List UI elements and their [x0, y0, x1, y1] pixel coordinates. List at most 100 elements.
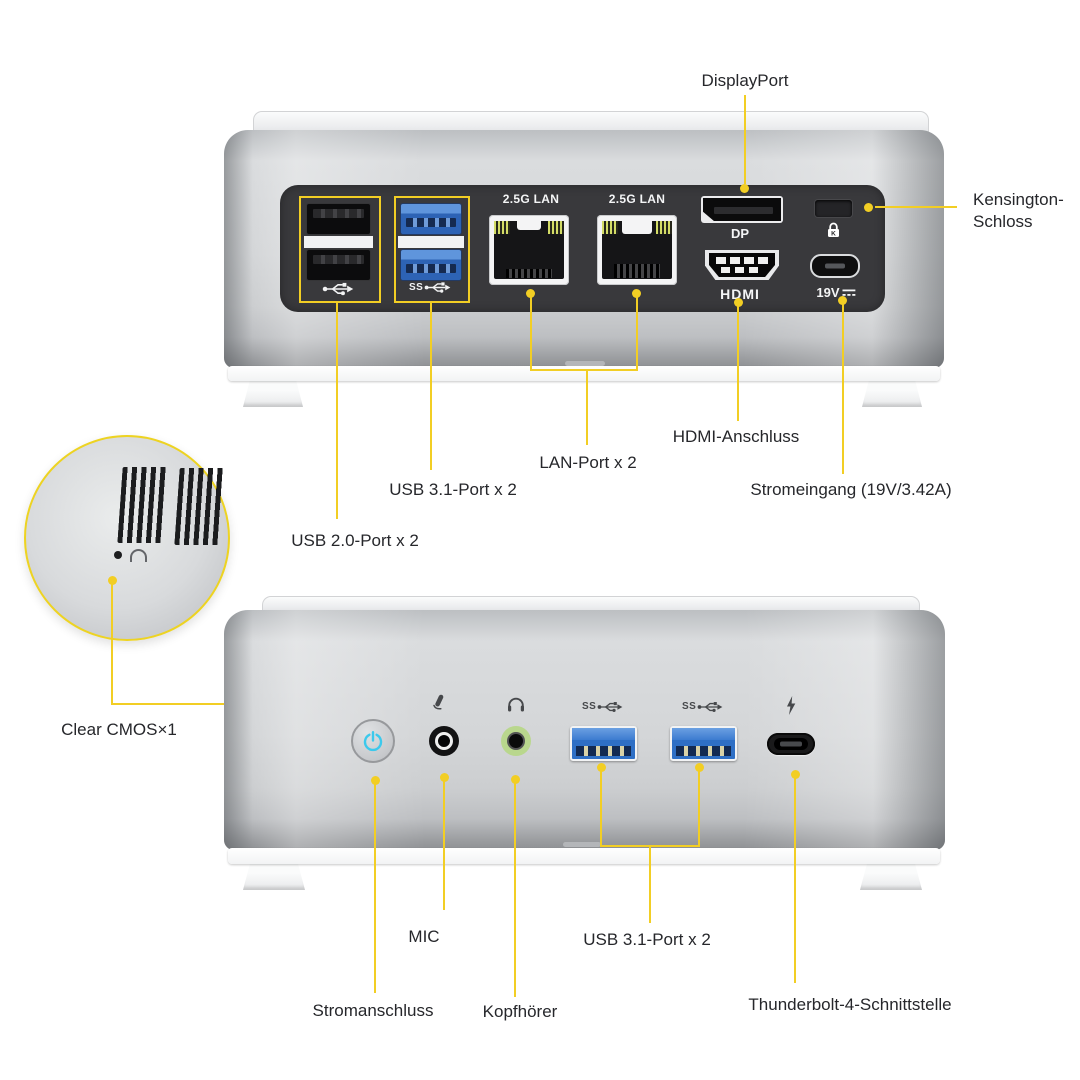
callout-label-thunderbolt: Thunderbolt-4-Schnittstelle	[748, 995, 952, 1014]
lightning-icon	[786, 696, 796, 721]
callout-dot-kensington	[864, 203, 873, 212]
callout-line-usb20	[336, 301, 338, 519]
callout-line-power-in	[842, 304, 844, 474]
lan2-tab	[622, 221, 652, 234]
power-port-label-group: 19V	[816, 285, 856, 300]
mic-jack	[429, 726, 459, 756]
microphone-icon	[431, 694, 445, 719]
dc-voltage-icon	[842, 288, 856, 298]
callout-label-hdmi: HDMI-Anschluss	[672, 427, 800, 446]
back-device-notch	[565, 361, 605, 366]
callout-line-headphone	[514, 783, 516, 997]
vent-grille-left	[117, 467, 167, 543]
callout-dot-mic	[440, 773, 449, 782]
front-usb31-port-2	[670, 726, 737, 761]
svg-text:K: K	[831, 231, 836, 238]
lan-port-2	[597, 215, 677, 285]
callout-label-power-btn: Stromanschluss	[312, 1001, 434, 1020]
front-device-foot-left	[243, 862, 305, 890]
ss-label: SS	[582, 701, 597, 712]
headphone-jack	[501, 726, 531, 756]
callout-label-kensington-2: Schloss	[973, 212, 1033, 231]
usb-superspeed-icon: SS	[409, 281, 451, 294]
callout-dot-cmos	[108, 576, 117, 585]
front-usb31-port-1	[570, 726, 637, 761]
callout-stub-lan	[586, 369, 588, 445]
lan2-port-label: 2.5G LAN	[608, 192, 666, 206]
callout-label-lan: LAN-Port x 2	[539, 453, 637, 472]
power-usbc-port	[810, 254, 860, 278]
callout-line-front-usb1	[600, 771, 602, 847]
dp-port-label: DP	[730, 226, 750, 241]
hdmi-pins-top	[716, 257, 768, 264]
thunderbolt-port	[767, 733, 815, 755]
front-device-base	[228, 848, 940, 864]
front-device-foot-right	[860, 862, 922, 890]
back-device-foot-right	[862, 379, 922, 407]
callout-line-usb31-back	[430, 301, 432, 470]
callout-dot-hdmi	[734, 298, 743, 307]
hdmi-port-label: HDMI	[720, 286, 760, 302]
callout-label-power-in: Stromeingang (19V/3.42A)	[750, 480, 952, 499]
callout-line-hdmi	[737, 306, 739, 421]
ss-label: SS	[409, 281, 424, 293]
callout-line-front-usb2	[698, 771, 700, 847]
callout-dot-thunderbolt	[791, 770, 800, 779]
callout-label-usb31-back: USB 3.1-Port x 2	[389, 480, 517, 499]
callout-dot-displayport	[740, 184, 749, 193]
lan2-led-left	[602, 221, 618, 234]
usb-trident-icon	[322, 282, 354, 301]
callout-line-cmos-v	[111, 584, 113, 705]
callout-label-displayport: DisplayPort	[701, 71, 789, 90]
usb20-port-bottom	[306, 249, 371, 281]
usb-superspeed-icon-front-2: SS	[682, 701, 723, 713]
callout-label-mic: MIC	[408, 927, 440, 946]
cmos-curve-mark	[130, 549, 147, 562]
power-icon	[362, 730, 384, 752]
callout-dot-lan1	[526, 289, 535, 298]
callout-label-kensington-1: Kensington-	[973, 190, 1064, 209]
front-device-notch	[563, 842, 601, 847]
callout-line-displayport	[744, 95, 746, 184]
lan1-led-right	[548, 221, 564, 234]
cmos-pinhole	[114, 551, 122, 559]
usb-superspeed-icon-front-1: SS	[582, 701, 623, 713]
callout-bracket-lan	[530, 369, 638, 371]
usb31-highlight-box	[394, 196, 470, 303]
callout-stub-front-usb	[649, 845, 651, 923]
callout-dot-front-usb2	[695, 763, 704, 772]
callout-label-usb31-front: USB 3.1-Port x 2	[583, 930, 711, 949]
callout-dot-lan2	[632, 289, 641, 298]
usb31-port-bottom	[400, 249, 462, 281]
vent-grille-right	[174, 468, 224, 545]
usb20-highlight-box	[299, 196, 381, 303]
callout-line-lan1	[530, 297, 532, 369]
headphone-icon	[507, 696, 525, 717]
displayport-port	[701, 196, 783, 223]
usb31-port-top	[400, 203, 462, 235]
callout-line-mic	[443, 781, 445, 910]
usb20-bezel-bar	[304, 236, 373, 248]
callout-dot-power-btn	[371, 776, 380, 785]
callout-dot-front-usb1	[597, 763, 606, 772]
displayport-cavity	[703, 198, 781, 221]
callout-label-cmos: Clear CMOS×1	[61, 720, 177, 739]
lan2-pins	[614, 264, 660, 278]
callout-dot-headphone	[511, 775, 520, 784]
callout-line-power-btn	[374, 784, 376, 993]
callout-line-thunderbolt	[794, 778, 796, 983]
usb31-bezel-bar	[398, 236, 464, 248]
callout-label-headphone: Kopfhörer	[482, 1002, 558, 1021]
lock-icon: K	[827, 222, 840, 243]
callout-line-lan2	[636, 297, 638, 369]
hdmi-pins-bottom	[721, 267, 763, 273]
lan1-tab	[517, 221, 541, 230]
callout-dot-power-in	[838, 296, 847, 305]
lan-port-1	[489, 215, 569, 285]
lan1-pins	[506, 269, 552, 278]
hdmi-port	[705, 250, 779, 280]
power-port-label: 19V	[816, 285, 840, 300]
lan2-led-right	[656, 221, 672, 234]
kensington-slot	[815, 200, 852, 217]
